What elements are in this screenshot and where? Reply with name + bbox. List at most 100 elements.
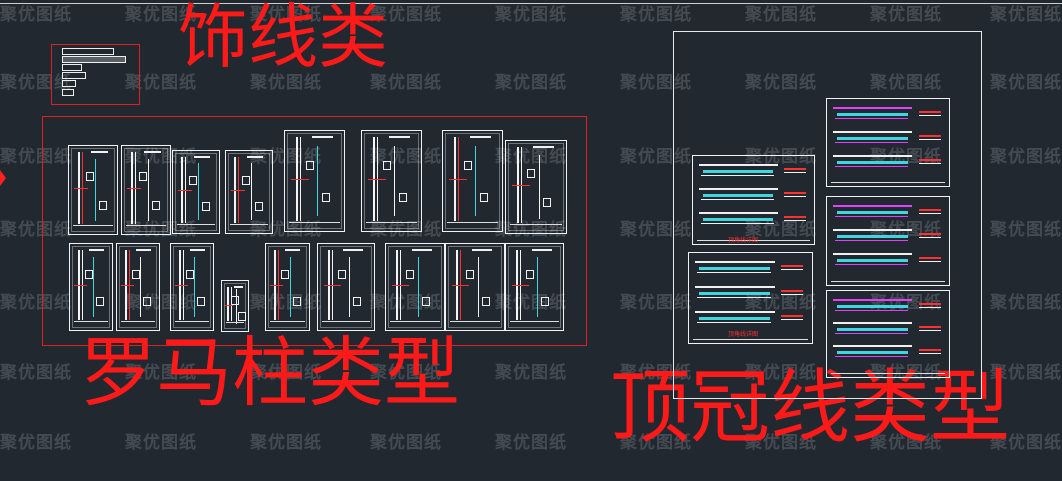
annotation-line (919, 330, 941, 331)
legend-block[interactable] (51, 44, 140, 105)
column-profile-line (236, 289, 237, 324)
red-annotation (781, 315, 803, 317)
column-sheet[interactable] (172, 150, 220, 234)
detail-box (99, 201, 107, 210)
column-profile-line (194, 257, 195, 317)
red-dimension-line (512, 285, 529, 286)
watermark-text: 聚优图纸 (0, 293, 72, 313)
crown-sheet[interactable] (826, 290, 950, 378)
crown-sheet[interactable] (688, 252, 813, 344)
red-arrow-marker (0, 170, 6, 186)
column-sheet[interactable] (445, 243, 505, 331)
column-sheet[interactable] (505, 140, 567, 234)
column-sheet[interactable] (265, 243, 310, 331)
column-sheet[interactable] (505, 243, 564, 331)
watermark-text: 聚优图纸 (990, 73, 1062, 93)
column-shaft-line (517, 147, 519, 223)
crown-sheet[interactable] (826, 98, 950, 187)
red-annotation (784, 168, 806, 170)
detail-box (231, 296, 239, 305)
red-dimension-line (175, 285, 188, 286)
column-profile-line (95, 159, 96, 221)
column-sheet[interactable] (225, 150, 273, 234)
red-annotation (919, 111, 941, 113)
column-shaft-line (227, 287, 229, 321)
sheet-header-line (343, 249, 363, 251)
crown-sheet[interactable] (692, 155, 815, 245)
watermark-text: 聚优图纸 (250, 433, 322, 453)
watermark-text: 聚优图纸 (125, 293, 197, 313)
annotation-line (919, 261, 941, 262)
annotation-line (784, 196, 806, 197)
watermark-text: 聚优图纸 (0, 220, 72, 240)
crown-caption-1: 顶角线详图 (728, 237, 759, 244)
sheet-header-line (533, 146, 554, 148)
column-profile-line (93, 257, 94, 317)
profile-fill (837, 113, 908, 116)
watermark-text: 聚优图纸 (620, 5, 692, 25)
profile-outline (833, 155, 912, 157)
column-sheet[interactable] (121, 145, 171, 235)
column-sheet[interactable] (68, 145, 118, 235)
profile-outline (833, 253, 912, 255)
column-shaft-line (300, 137, 301, 221)
annotation-line (784, 220, 806, 221)
sheet-title-bar (447, 222, 498, 228)
crown-molding-frame[interactable] (673, 31, 982, 399)
watermark-text: 聚优图纸 (495, 363, 567, 383)
red-dimension-line (178, 190, 192, 191)
column-sheet[interactable] (317, 243, 375, 331)
profile-fill (703, 170, 773, 173)
column-shaft-line (135, 152, 136, 224)
column-shaft-line (234, 157, 236, 223)
detail-box (322, 193, 330, 202)
detail-box (85, 270, 93, 279)
crown-sheet[interactable] (826, 196, 950, 286)
watermark-text: 聚优图纸 (870, 73, 942, 93)
red-annotation (781, 290, 803, 292)
legend-row (62, 72, 86, 79)
profile-outline (833, 107, 912, 109)
detail-box (189, 176, 197, 185)
watermark-text: 聚优图纸 (495, 147, 567, 167)
canvas-top-border (0, 3, 1062, 4)
legend-row (62, 80, 76, 87)
watermark-text: 聚优图纸 (745, 147, 817, 167)
red-dimension-line (74, 188, 88, 189)
column-sheet[interactable] (442, 130, 503, 232)
red-dimension-line (225, 305, 233, 306)
profile-fill (837, 235, 908, 238)
column-sheet[interactable] (361, 130, 422, 232)
detail-box (338, 270, 346, 279)
column-sheet[interactable] (170, 243, 214, 331)
column-sheet[interactable] (69, 243, 113, 331)
column-sheet[interactable] (385, 243, 445, 331)
detail-box (383, 161, 391, 170)
detail-box (96, 297, 104, 306)
red-annotation (919, 303, 941, 305)
profile-outline (701, 175, 774, 176)
watermark-text: 聚优图纸 (495, 220, 567, 240)
profile-fill (699, 292, 770, 295)
watermark-text: 聚优图纸 (0, 147, 72, 167)
watermark-text: 聚优图纸 (370, 363, 442, 383)
profile-outline (695, 261, 775, 263)
column-shaft-line (125, 250, 127, 320)
column-sheet[interactable] (116, 243, 160, 331)
watermark-text: 聚优图纸 (990, 147, 1062, 167)
column-sheet[interactable] (284, 130, 345, 232)
watermark-text: 聚优图纸 (990, 433, 1062, 453)
sheet-header-line (136, 249, 151, 251)
column-profile-line (418, 257, 419, 317)
column-shaft-line (185, 157, 186, 223)
sheet-title-bar (289, 222, 340, 228)
column-shaft-line (400, 250, 401, 320)
profile-fill (703, 218, 773, 221)
column-shaft-line (373, 137, 375, 221)
detail-box (406, 270, 414, 279)
roman-column-frame[interactable] (42, 116, 587, 346)
detail-box (422, 297, 430, 306)
sheet-header-line (389, 136, 410, 138)
profile-outline (833, 229, 912, 231)
column-sheet[interactable] (221, 280, 249, 332)
